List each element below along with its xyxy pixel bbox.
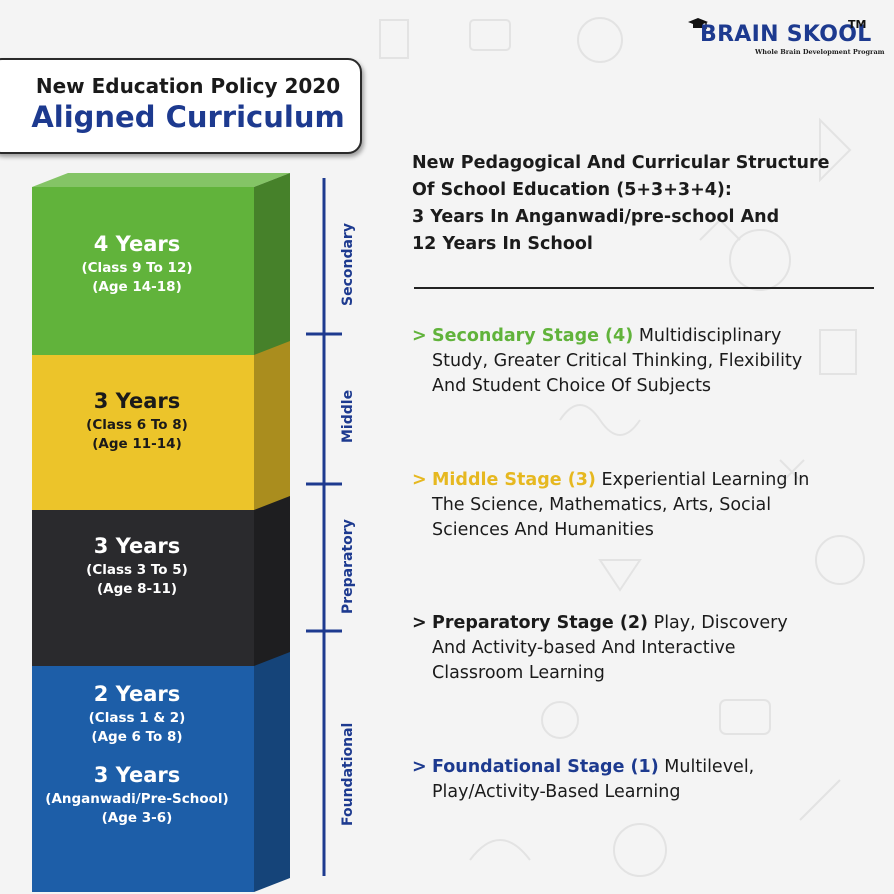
block-middle-label: 3 Years (Class 6 To 8) (Age 11-14) (17, 389, 257, 452)
block-preschool-class: (Anganwadi/Pre-School) (45, 791, 229, 807)
brand-logo: BRAIN SKOOL TM Whole Brain Development P… (688, 18, 885, 58)
stage-bar-middle: Middle (340, 389, 356, 443)
block-foundational-front (32, 646, 254, 892)
stage-desc-middle-2: The Science, Mathematics, Arts, Social (432, 495, 772, 515)
logo-trademark: TM (848, 18, 867, 31)
block-secondary-years: 4 Years (93, 232, 181, 256)
title-box: New Education Policy 2020 Aligned Curric… (0, 58, 362, 154)
block-secondary-top (32, 173, 290, 187)
block-preparatory-class: (Class 3 To 5) (86, 562, 188, 578)
stage-bar-preparatory: Preparatory (340, 519, 356, 614)
stage-desc-foundational-2: Play/Activity-Based Learning (432, 782, 681, 802)
graduation-cap-icon (688, 18, 708, 29)
stage-desc-preparatory-1: Play, Discovery (653, 613, 788, 633)
heading-line-4: 12 Years In School (412, 234, 593, 254)
stage-desc-middle-3: Sciences And Humanities (432, 520, 654, 540)
block-preschool-age: (Age 3-6) (101, 810, 173, 826)
block-preparatory-front (32, 498, 254, 666)
stage-desc-preparatory-3: Classroom Learning (432, 663, 605, 683)
chevron-right-icon: > (412, 757, 427, 777)
title-line-2: Aligned Curriculum (31, 100, 345, 134)
stage-desc-preparatory-2: And Activity-based And Interactive (432, 638, 736, 658)
block-foundational-side (254, 632, 290, 892)
block-secondary-side (254, 173, 290, 355)
block-middle-years: 3 Years (93, 389, 181, 413)
block-preparatory-age: (Age 8-11) (96, 581, 178, 597)
stage-desc-secondary-1: Multidisciplinary (638, 326, 782, 346)
logo-name: BRAIN SKOOL (700, 22, 872, 47)
stage-desc-middle-1: Experiential Learning In (601, 470, 810, 490)
stage-desc-foundational-1: Multilevel, (664, 757, 755, 777)
block-secondary-front (32, 187, 254, 355)
chevron-right-icon: > (412, 613, 427, 633)
block-secondary-class: (Class 9 To 12) (81, 260, 193, 276)
heading-line-1: New Pedagogical And Curricular Structure (412, 153, 830, 173)
block-secondary-age: (Age 14-18) (92, 279, 182, 295)
block-preparatory-years: 3 Years (93, 534, 181, 558)
chevron-right-icon: > (412, 470, 427, 490)
block-foundational-class: (Class 1 & 2) (88, 710, 186, 726)
stage-title-foundational: Foundational Stage (1) (432, 757, 659, 777)
stage-title-preparatory: Preparatory Stage (2) (432, 613, 649, 633)
stage-bar-secondary: Secondary (340, 223, 356, 306)
block-middle-class: (Class 6 To 8) (86, 417, 188, 433)
block-preschool-years: 3 Years (93, 763, 181, 787)
block-foundational-age: (Age 6 To 8) (91, 729, 183, 745)
block-preparatory-label: 3 Years (Class 3 To 5) (Age 8-11) (17, 534, 257, 597)
stage-item-foundational: >Foundational Stage (1) Multilevel, Play… (412, 755, 882, 805)
heading-line-2: Of School Education (5+3+3+4): (412, 180, 732, 200)
block-preparatory-side (254, 484, 290, 666)
stage-desc-secondary-2: Study, Greater Critical Thinking, Flexib… (432, 351, 803, 371)
heading-divider (414, 287, 874, 289)
structure-heading: New Pedagogical And Curricular Structure… (412, 150, 882, 258)
stage-item-secondary: >Secondary Stage (4) Multidisciplinary S… (412, 324, 882, 399)
stage-bar-foundational: Foundational (340, 722, 356, 826)
stage-item-middle: >Middle Stage (3) Experiential Learning … (412, 468, 882, 543)
stage-desc-secondary-3: And Student Choice Of Subjects (432, 376, 712, 396)
heading-line-3: 3 Years In Anganwadi/pre-school And (412, 207, 780, 227)
block-middle-front (32, 343, 254, 510)
title-line-1: New Education Policy 2020 (35, 74, 341, 98)
block-middle-side (254, 329, 290, 510)
stage-title-middle: Middle Stage (3) (432, 470, 596, 490)
block-foundational-years: 2 Years (93, 682, 181, 706)
block-secondary-label: 4 Years (Class 9 To 12) (Age 14-18) (17, 232, 257, 295)
stage-title-secondary: Secondary Stage (4) (432, 326, 634, 346)
logo-tagline: Whole Brain Development Program (755, 48, 885, 56)
block-middle-age: (Age 11-14) (92, 436, 182, 452)
chevron-right-icon: > (412, 326, 427, 346)
stage-item-preparatory: >Preparatory Stage (2) Play, Discovery A… (412, 611, 882, 686)
block-foundational-label: 2 Years (Class 1 & 2) (Age 6 To 8) 3 Yea… (17, 682, 257, 826)
